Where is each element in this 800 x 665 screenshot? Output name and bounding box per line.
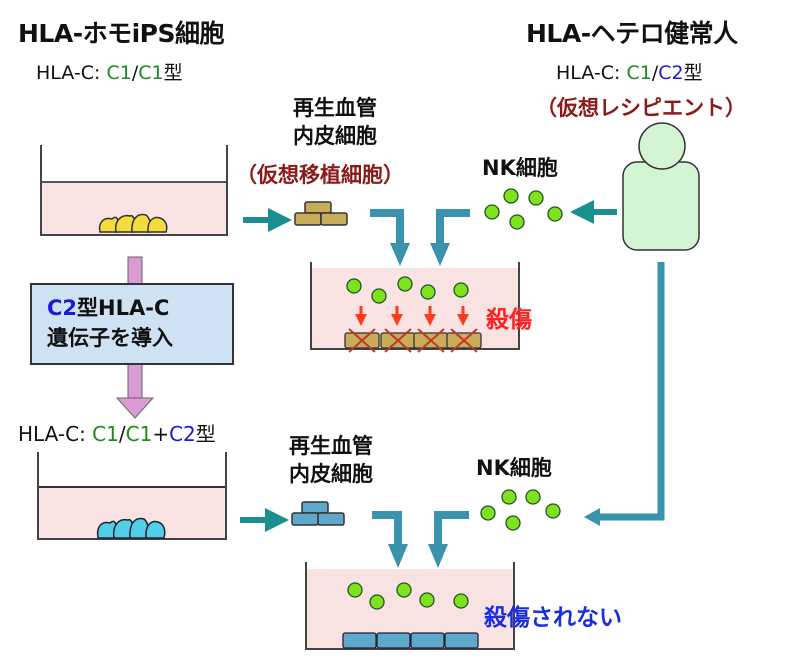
allele-c2: C2 — [47, 296, 78, 320]
nk-cell — [396, 582, 412, 598]
allele-c2: C2 — [658, 62, 684, 84]
nk-cell — [347, 582, 363, 598]
cross-mark — [384, 328, 412, 353]
endothelial-line2: 内皮細胞 — [293, 124, 377, 148]
allele-c1: C1 — [92, 422, 119, 446]
nk-label-bottom: NK細胞 — [476, 456, 552, 480]
nk-cell — [397, 276, 413, 292]
endothelial-line1: 再生血管 — [293, 96, 377, 120]
gene-transfer-box: C2型HLA-C 遺伝子を導入 — [30, 283, 234, 365]
allele-c1: C1 — [138, 62, 164, 84]
flow-arrows-bottom — [372, 511, 469, 568]
nk-cells-in-dish-bottom — [347, 582, 469, 610]
nk-cells-top — [484, 188, 563, 230]
left-hla-type: HLA-C: C1/C1型 — [36, 58, 183, 85]
nk-cell — [503, 188, 519, 204]
endothelial-cell — [342, 632, 377, 649]
flow-arrows-top — [370, 209, 470, 266]
virtual-graft-label: （仮想移植細胞） — [236, 163, 404, 187]
killed-endothelial-cells — [344, 328, 482, 353]
endothelial-cell — [444, 632, 479, 649]
culture-dish-original — [40, 145, 228, 236]
allele-c1: C1 — [106, 62, 132, 84]
nk-cell — [525, 489, 541, 505]
nk-cell — [453, 282, 469, 298]
endothelial-cell — [320, 212, 348, 226]
right-title: HLA-ヘテロ健常人 — [526, 19, 738, 48]
person-icon — [622, 122, 700, 251]
hla-prefix: HLA-C: — [36, 62, 107, 84]
nk-cell — [545, 503, 561, 519]
slash: / — [118, 422, 126, 446]
slash: / — [651, 62, 659, 84]
nk-cell — [453, 593, 469, 609]
left-title: HLA-ホモiPS細胞 — [18, 19, 224, 48]
donor-line-bottom — [600, 262, 665, 521]
ips-cell-cluster-original — [98, 213, 168, 233]
gene-box-line1: 型HLA-C — [77, 296, 170, 320]
gene-transfer-arrow — [115, 256, 155, 419]
plus: + — [152, 422, 170, 446]
nk-cells-bottom — [480, 489, 561, 531]
endothelial-cell — [410, 632, 445, 649]
cross-mark — [417, 328, 445, 353]
type-suffix: 型 — [163, 62, 183, 84]
cross-mark — [450, 328, 478, 353]
slash: / — [131, 62, 139, 84]
endothelial-cell — [317, 512, 345, 526]
nk-cell — [501, 489, 517, 505]
ips-cell-cluster-modified — [96, 517, 166, 539]
gene-box-line2: 遺伝子を導入 — [47, 326, 173, 350]
endothelial-line2: 内皮細胞 — [289, 462, 373, 486]
endothelial-cells-bottom — [291, 501, 345, 526]
endothelial-cell — [291, 512, 319, 526]
nk-cell — [509, 214, 525, 230]
surviving-endothelial-cells — [342, 632, 479, 649]
nk-cell — [346, 278, 362, 294]
nk-cells-in-dish-top — [346, 276, 469, 304]
virtual-recipient-label: （仮想レシピエント） — [536, 96, 746, 120]
nk-cell — [369, 594, 385, 610]
nk-cell — [419, 592, 435, 608]
right-hla-type: HLA-C: C1/C2型 — [556, 58, 703, 85]
endothelial-cell — [294, 212, 322, 226]
nk-cell — [547, 206, 563, 222]
endothelial-cell — [301, 501, 329, 514]
endothelial-cell — [376, 632, 411, 649]
culture-dish-modified — [37, 452, 227, 540]
kill-arrows — [355, 306, 469, 326]
endothelial-label-bottom: 再生血管 内皮細胞 — [276, 432, 386, 488]
type-suffix: 型 — [683, 62, 703, 84]
killed-label: 殺傷 — [486, 307, 532, 333]
type-suffix: 型 — [195, 422, 216, 446]
endothelial-cell — [304, 201, 332, 214]
allele-c1: C1 — [626, 62, 652, 84]
allele-c2: C2 — [169, 422, 196, 446]
allele-c1: C1 — [125, 422, 153, 446]
nk-cell — [371, 288, 387, 304]
nk-cell — [528, 190, 544, 206]
nk-cell — [420, 284, 436, 300]
endothelial-line1: 再生血管 — [289, 434, 373, 458]
hla-prefix: HLA-C: — [556, 62, 627, 84]
nk-cell — [484, 204, 500, 220]
hla-prefix: HLA-C: — [18, 422, 93, 446]
donor-arrow-bottom-head — [584, 508, 600, 526]
endothelial-label-top: 再生血管 内皮細胞 — [280, 94, 390, 150]
nk-cell — [505, 515, 521, 531]
modified-hla-type: HLA-C: C1/C1+C2型 — [18, 418, 216, 447]
endothelial-cells-top — [294, 201, 348, 226]
nk-label-top: NK細胞 — [482, 156, 558, 180]
nk-cell — [480, 505, 496, 521]
not-killed-label: 殺傷されない — [484, 605, 622, 631]
cross-mark — [348, 328, 376, 353]
